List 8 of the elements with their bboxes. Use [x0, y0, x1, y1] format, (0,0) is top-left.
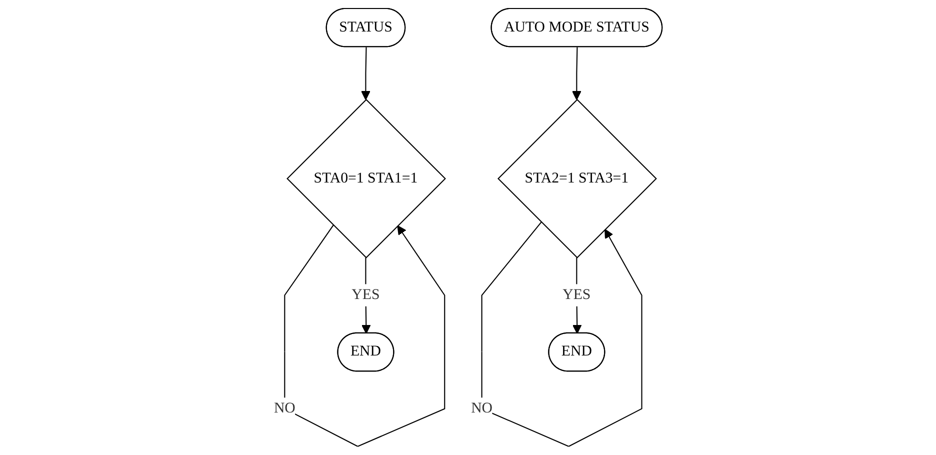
arrow — [361, 47, 370, 100]
edge-label: NO — [274, 400, 296, 417]
edge-label: YES — [562, 287, 591, 304]
node-diamond: STA0=1 STA1=1 — [286, 98, 446, 258]
arrow — [572, 47, 582, 100]
edge-label: YES — [352, 287, 380, 304]
node-diamond: STA2=1 STA3=1 — [497, 98, 657, 258]
edge-label: NO — [471, 400, 493, 417]
